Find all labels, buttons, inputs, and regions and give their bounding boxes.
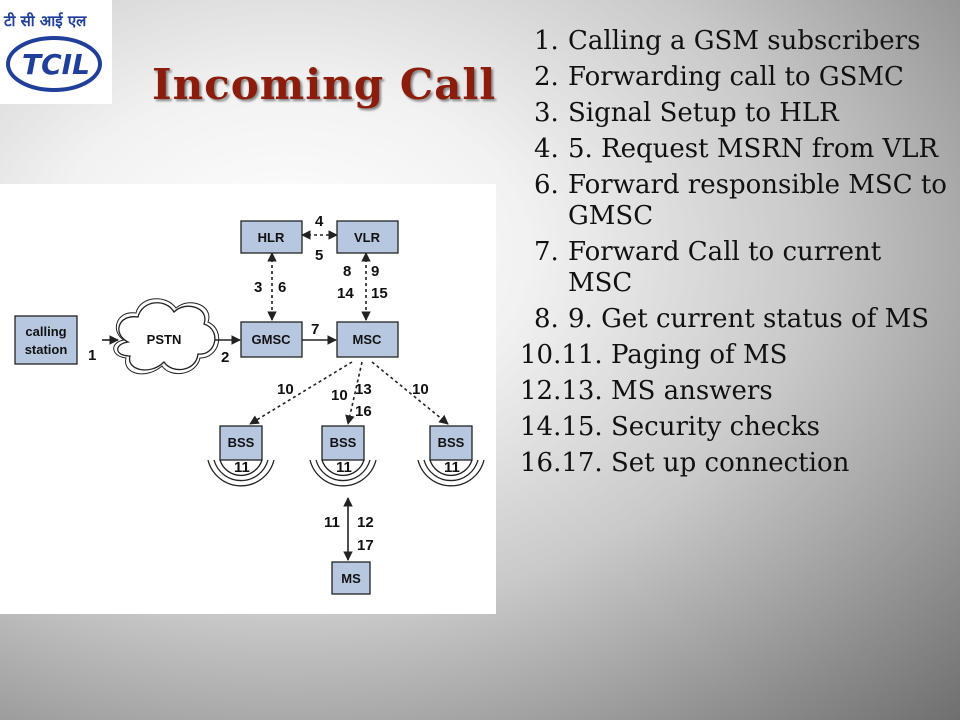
step-text: 12.13. MS answers — [520, 376, 773, 406]
step-number: 7. — [534, 237, 559, 267]
label-13: 13 — [355, 381, 372, 398]
step-item: 7. Forward Call to current MSC — [520, 237, 950, 299]
step-number: 8. — [534, 304, 559, 334]
ms-label: MS — [341, 571, 361, 586]
msc-label: MSC — [353, 332, 383, 347]
step-text: Forward responsible MSC to GMSC — [568, 170, 947, 231]
logo-wordmark: TCIL — [22, 48, 90, 81]
bss-left-label: BSS — [228, 435, 255, 450]
msc-bss-right-link — [371, 361, 449, 425]
label-1: 1 — [88, 347, 96, 364]
msc-bss-left-link — [249, 361, 353, 425]
label-5: 5 — [315, 247, 323, 264]
step-item: 1. Calling a GSM subscribers — [520, 26, 950, 57]
step-number: 2. — [534, 62, 559, 92]
msc-bss-center-link — [345, 361, 363, 425]
step-text: 5. Request MSRN from VLR — [568, 134, 939, 164]
step-text: Calling a GSM subscribers — [568, 26, 921, 56]
label-10-center: 10 — [331, 387, 348, 404]
step-text: Signal Setup to HLR — [568, 98, 839, 128]
step-item: 14.15. Security checks — [520, 412, 950, 443]
step-text: Forwarding call to GSMC — [568, 62, 904, 92]
step-number: 4. — [534, 134, 559, 164]
step-number: 3. — [534, 98, 559, 128]
step-item: 4. 5. Request MSRN from VLR — [520, 134, 950, 165]
bss-left-paging-label: 11 — [234, 459, 250, 476]
step-text: 9. Get current status of MS — [568, 304, 930, 334]
label-16: 16 — [355, 403, 372, 420]
step-number: 1. — [534, 26, 559, 56]
label-2: 2 — [221, 349, 229, 366]
label-6: 6 — [278, 279, 286, 296]
bss-center-paging-label: 11 — [336, 459, 352, 476]
label-17: 17 — [357, 537, 374, 554]
label-8: 8 — [343, 263, 351, 280]
step-item: 8. 9. Get current status of MS — [520, 304, 950, 335]
step-text: 14.15. Security checks — [520, 412, 820, 442]
step-item: 16.17. Set up connection — [520, 448, 950, 479]
calling-station-line2: station — [25, 342, 68, 357]
bss-center-node: BSS 11 — [309, 425, 377, 487]
step-item: 10.11. Paging of MS — [520, 340, 950, 371]
label-4: 4 — [315, 213, 324, 230]
step-item: 6. Forward responsible MSC to GMSC — [520, 170, 950, 232]
bss-right-node: BSS 11 — [417, 425, 485, 487]
hlr-node: HLR — [240, 220, 303, 254]
vlr-node: VLR — [336, 220, 399, 254]
msc-node: MSC — [336, 321, 399, 358]
logo-script-text: टी सी आई एल — [3, 12, 87, 30]
label-14: 14 — [337, 285, 354, 302]
bss-center-label: BSS — [330, 435, 357, 450]
call-steps-list: 1. Calling a GSM subscribers 2. Forwarding… — [520, 26, 950, 484]
gmsc-label: GMSC — [252, 332, 292, 347]
gmsc-node: GMSC — [240, 321, 303, 358]
vlr-label: VLR — [354, 230, 381, 245]
gsm-call-flow-diagram: PSTN calling station HLR VLR GMSC MSC — [0, 184, 496, 614]
step-item: 2. Forwarding call to GSMC — [520, 62, 950, 93]
hlr-label: HLR — [258, 230, 285, 245]
label-9: 9 — [371, 263, 379, 280]
step-text: 16.17. Set up connection — [520, 448, 850, 478]
label-15: 15 — [371, 285, 388, 302]
pstn-cloud: PSTN — [113, 298, 220, 375]
calling-station-line1: calling — [25, 324, 66, 339]
pstn-label: PSTN — [147, 332, 182, 347]
step-text: 10.11. Paging of MS — [520, 340, 788, 370]
label-10-left: 10 — [277, 381, 294, 398]
label-3: 3 — [254, 279, 262, 296]
bss-right-label: BSS — [438, 435, 465, 450]
tcil-logo: टी सी आई एल TCIL — [0, 0, 112, 104]
calling-station-node: calling station — [14, 315, 78, 365]
step-text: Forward Call to current MSC — [568, 237, 882, 298]
step-number: 6. — [534, 170, 559, 200]
step-item: 12.13. MS answers — [520, 376, 950, 407]
step-item: 3. Signal Setup to HLR — [520, 98, 950, 129]
label-11: 11 — [324, 514, 340, 531]
slide-title: Incoming Call — [152, 60, 497, 109]
label-7: 7 — [311, 321, 319, 338]
ms-node: MS — [331, 561, 371, 595]
bss-left-node: BSS 11 — [207, 425, 275, 487]
label-10-right: 10 — [412, 381, 429, 398]
bss-right-paging-label: 11 — [444, 459, 460, 476]
label-12: 12 — [357, 514, 374, 531]
